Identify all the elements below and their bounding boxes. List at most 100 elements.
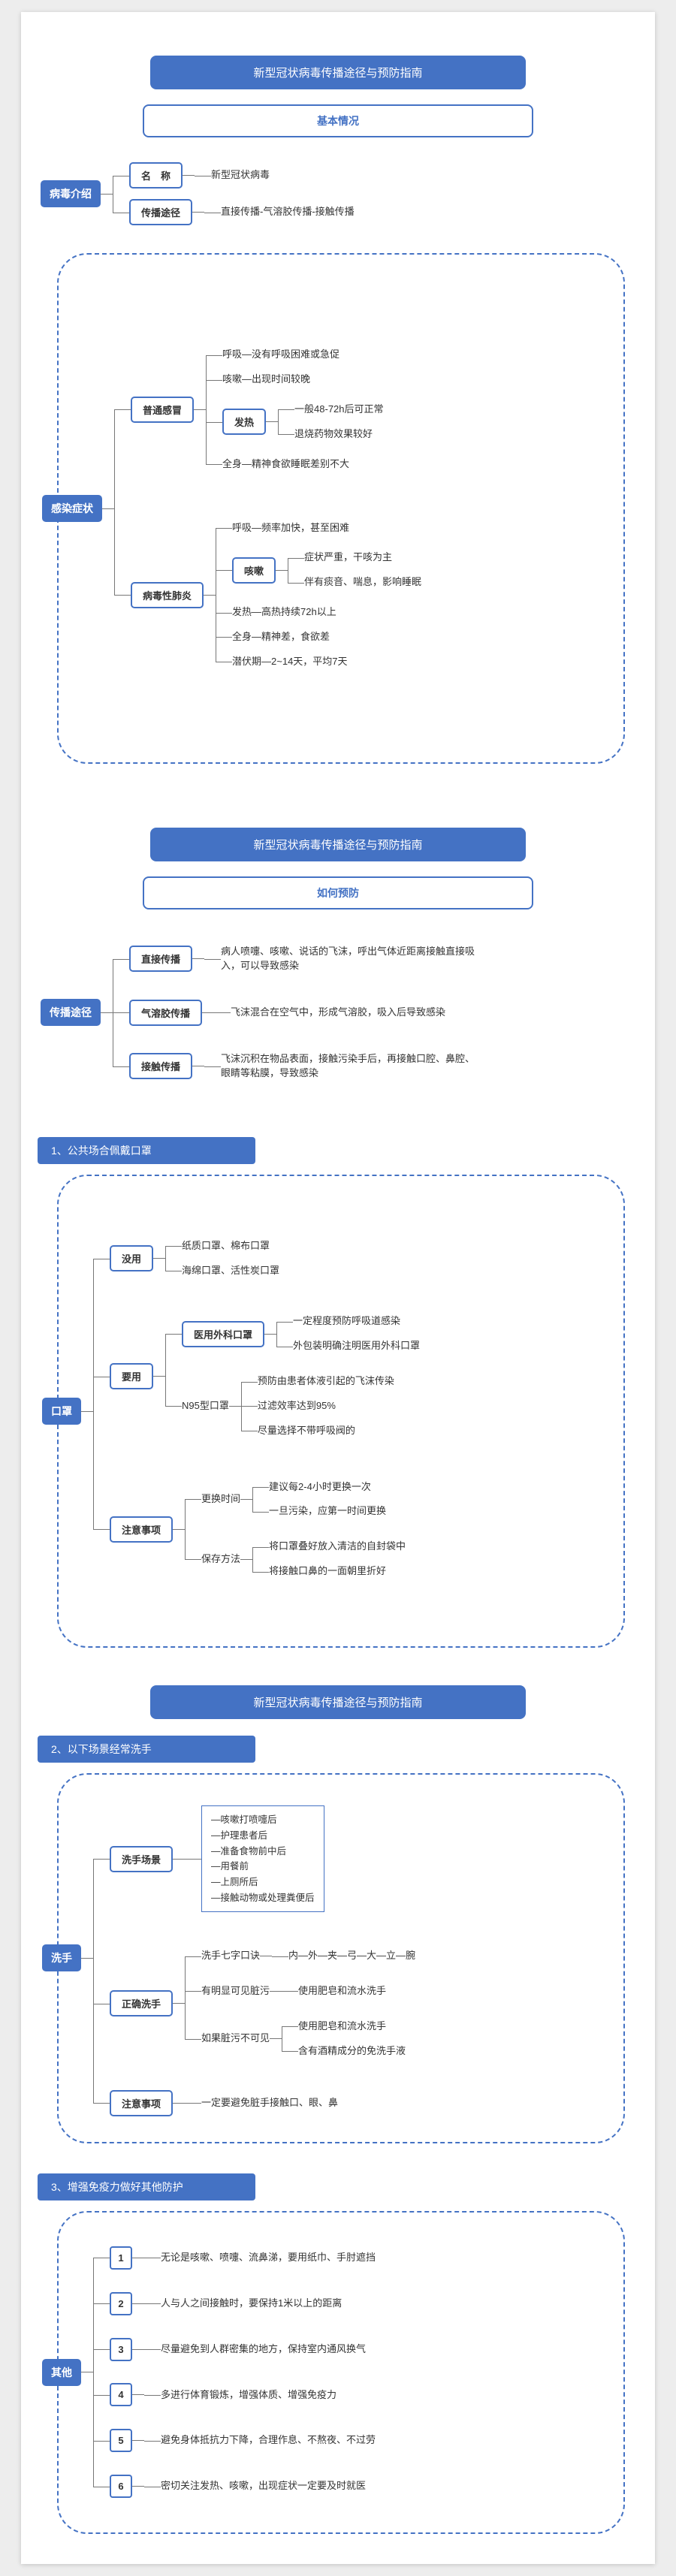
connector-line [132, 2394, 144, 2396]
other-item-3-number: 3 [110, 2337, 132, 2361]
virus-intro-tree: 病毒介绍 名 称 新型冠状病毒 传播途径 [41, 157, 655, 231]
children-group: 使用肥皂和流水洗手 含有酒精成分的免洗手液 [282, 2014, 406, 2064]
children-group: 一定要避免脏手接触口、眼、鼻 [185, 2091, 338, 2116]
replace-time-branch: 更换时间 建议每2-4小时更换一次 一旦污染，应第一时间更换 [201, 1475, 386, 1525]
children-group: 直接传播 病人喷嚏、咳嗽、说话的飞沫，呼出气体近距离接触直接吸入，可以导致感染 … [113, 929, 476, 1096]
children-group: 内—外—夹—弓—大—立—腕 [272, 1944, 415, 1968]
n95-mask-text-1: 预防由患者体液引起的飞沫传染 [257, 1375, 394, 1387]
other-item-6-text: 密切关注发热、咳嗽，出现症状一定要及时就医 [161, 2480, 367, 2492]
n95-mask-branch: N95型口罩 预防由患者体液引起的飞沫传染 过滤效率达到95% [182, 1369, 394, 1443]
other-item-4-branch: 4 多进行体育锻炼，增强体质、增强免疫力 [110, 2383, 336, 2408]
tree-row: 人与人之间接触时，要保持1米以上的距离 [144, 2291, 342, 2316]
children-group: 避免身体抵抗力下降，合理作息、不熬夜、不过劳 [144, 2428, 376, 2453]
children-group: 症状严重，干咳为主 伴有痰音、喘息，影响睡眠 [288, 545, 421, 595]
tree-row: 一定程度预防呼吸道感染 [276, 1309, 420, 1335]
connector-line [81, 1410, 93, 1412]
storage-method-text-1: 将口罩叠好放入清洁的自封袋中 [269, 1540, 406, 1552]
children-group: 病人喷嚏、咳嗽、说话的飞沫，呼出气体近距离接触直接吸入，可以导致感染 [204, 940, 476, 979]
name-label-box: 名 称 [129, 162, 183, 189]
aerosol-transmission-branch: 气溶胶传播 飞沫混合在空气中，形成气溶胶，吸入后导致感染 [129, 999, 445, 1026]
connector-line [173, 2003, 186, 2004]
visible-dirt-label: 有明显可见脏污 [201, 1984, 270, 1996]
connector-line [270, 1990, 282, 1992]
tree-row: 1 无论是咳嗽、喷嚏、流鼻涕，要用纸巾、手肘遮挡 [93, 2235, 376, 2281]
tree-row: 全身—精神差，食欲差 [216, 624, 421, 650]
connector-line [81, 1957, 93, 1959]
other-item-2-branch: 2 人与人之间接触时，要保持1米以上的距离 [110, 2291, 342, 2316]
tree-row: 使用肥皂和流水洗手 [282, 1979, 386, 2004]
name-branch: 名 称 新型冠状病毒 [129, 162, 270, 189]
children-group: 普通感冒 呼吸—没有呼吸困难或急促 咳嗽—出现时间较晚 发热 [114, 323, 421, 693]
surgical-mask-branch: 医用外科口罩 一定程度预防呼吸道感染 外包装明确注明医用外科口罩 [182, 1309, 420, 1359]
viral-pneumonia-branch: 病毒性肺炎 呼吸—频率加快，甚至困难 咳嗽 [131, 516, 421, 674]
connector-line [228, 1405, 241, 1407]
tree-row: 病毒性肺炎 呼吸—频率加快，甚至困难 咳嗽 [114, 496, 421, 694]
children-group: 更换时间 建议每2-4小时更换一次 一旦污染，应第一时间更换 [185, 1470, 406, 1589]
root-handwash: 洗手 [42, 1944, 81, 1972]
children-group: 一定程度预防呼吸道感染 外包装明确注明医用外科口罩 [276, 1309, 420, 1359]
tree-row: 症状严重，干咳为主 [288, 545, 421, 571]
children-group: 呼吸—频率加快，甚至困难 咳嗽 症状严重，干咳为主 [216, 516, 421, 674]
tree-row: 一定要避免脏手接触口、眼、鼻 [185, 2091, 338, 2116]
children-group: 新型冠状病毒 [195, 163, 270, 188]
connector-line [101, 1012, 113, 1013]
other-item-1-number: 1 [110, 2246, 132, 2270]
mask-notes-box: 注意事项 [110, 1516, 174, 1543]
tree-row: 没用 纸质口罩、棉布口罩 海绵口罩、活性炭口罩 [93, 1223, 420, 1294]
tree-row: 名 称 新型冠状病毒 [113, 157, 355, 194]
connector-line [183, 175, 195, 176]
tree-row: 传播途径 直接传播-气溶胶传播-接触传播 [113, 194, 355, 231]
tree-row: 外包装明确注明医用外科口罩 [276, 1334, 420, 1359]
children-group: 人与人之间接触时，要保持1米以上的距离 [144, 2291, 342, 2316]
tree-row: 洗手七字口诀 内—外—夹—弓—大—立—腕 [185, 1938, 415, 1974]
connector-line [132, 2303, 144, 2304]
tree-row: 呼吸—频率加快，甚至困难 [216, 516, 421, 541]
tree-row: 潜伏期—2~14天，平均7天 [216, 649, 421, 674]
mask-notes-branch: 注意事项 更换时间 建议每2-4小时更换一次 [110, 1470, 406, 1589]
tree-row: 医用外科口罩 一定程度预防呼吸道感染 外包装明确注明医用外科口罩 [165, 1304, 420, 1364]
connector-line [240, 1558, 253, 1560]
title-banner-2: 新型冠状病毒传播途径与预防指南 [150, 828, 526, 861]
children-group: 密切关注发热、咳嗽，出现症状一定要及时就医 [144, 2474, 366, 2499]
cold-fever-box: 发热 [222, 409, 267, 436]
dashed-region-symptoms: 感染症状 普通感冒 呼吸—没有呼吸困难或急促 咳嗽—出现时间较晚 [42, 253, 625, 764]
n95-mask-text-2: 过滤效率达到95% [257, 1399, 336, 1411]
scene-item-6: —接触动物或处理粪便后 [211, 1892, 315, 1903]
root-other: 其他 [42, 2358, 81, 2386]
tree-row: 正确洗手 洗手七字口诀 内—外—夹—弓—大—立—腕 [93, 1928, 415, 2080]
other-item-5-branch: 5 避免身体抵抗力下降，合理作息、不熬夜、不过劳 [110, 2428, 376, 2453]
tree-row: 气溶胶传播 飞沫混合在空气中，形成气溶胶，吸入后导致感染 [113, 988, 476, 1036]
n95-mask-text-3: 尽量选择不带呼吸阀的 [257, 1424, 355, 1436]
tree-row: 有明显可见脏污 使用肥皂和流水洗手 [185, 1973, 415, 2009]
tree-row: 尽量避免到人群密集的地方，保持室内通风换气 [144, 2337, 366, 2362]
cold-cough-text: 咳嗽—出现时间较晚 [222, 373, 311, 385]
title-banner-1: 新型冠状病毒传播途径与预防指南 [150, 56, 526, 89]
handwash-tree: 洗手 洗手场景 —咳嗽打喷嚏后 —护理患者后 —准备食物前中后 [42, 1790, 415, 2126]
connector-line [202, 1012, 215, 1013]
contact-transmission-text: 飞沫沉积在物品表面，接触污染手后，再接触口腔、鼻腔、眼睛等粘膜，导致感染 [221, 1052, 475, 1078]
pneumonia-breath-text: 呼吸—频率加快，甚至困难 [232, 521, 350, 533]
tree-row: 4 多进行体育锻炼，增强体质、增强免疫力 [93, 2372, 376, 2418]
pneumonia-cough-text-2: 伴有痰音、喘息，影响睡眠 [304, 576, 422, 588]
children-group: 呼吸—没有呼吸困难或急促 咳嗽—出现时间较晚 发热 [206, 342, 384, 476]
subtitle-how-to-prevent: 如何预防 [143, 876, 533, 909]
cold-breath-text: 呼吸—没有呼吸困难或急促 [222, 348, 340, 360]
tree-row: 伴有痰音、喘息，影响睡眠 [288, 570, 421, 595]
tree-row: 含有酒精成分的免洗手液 [282, 2038, 406, 2064]
connector-line [153, 1376, 166, 1377]
tree-row: 使用肥皂和流水洗手 [282, 2014, 406, 2039]
tree-row: 病人喷嚏、咳嗽、说话的飞沫，呼出气体近距离接触直接吸入，可以导致感染 [204, 940, 476, 979]
mask-tree: 口罩 没用 纸质口罩、棉布口罩 海绵口罩、活性炭口罩 [42, 1223, 420, 1600]
children-group: 洗手七字口诀 内—外—夹—弓—大—立—腕 [185, 1938, 415, 2068]
visible-dirt-branch: 有明显可见脏污 使用肥皂和流水洗手 [201, 1979, 386, 2004]
tree-row: 一旦污染，应第一时间更换 [252, 1499, 386, 1524]
root-transmission: 传播途径 [41, 999, 101, 1027]
tree-row: 无论是咳嗽、喷嚏、流鼻涕，要用纸巾、手肘遮挡 [144, 2246, 376, 2270]
tree-row: 直接传播 病人喷嚏、咳嗽、说话的飞沫，呼出气体近距离接触直接吸入，可以导致感染 [113, 929, 476, 989]
dashed-region-masks: 口罩 没用 纸质口罩、棉布口罩 海绵口罩、活性炭口罩 [42, 1175, 625, 1648]
symptoms-tree: 感染症状 普通感冒 呼吸—没有呼吸困难或急促 咳嗽—出现时间较晚 [42, 323, 421, 693]
other-item-6-number: 6 [110, 2475, 132, 2499]
handwash-notes-branch: 注意事项 一定要避免脏手接触口、眼、鼻 [110, 2089, 338, 2116]
cold-fever-text-2: 退烧药物效果较好 [294, 427, 373, 439]
